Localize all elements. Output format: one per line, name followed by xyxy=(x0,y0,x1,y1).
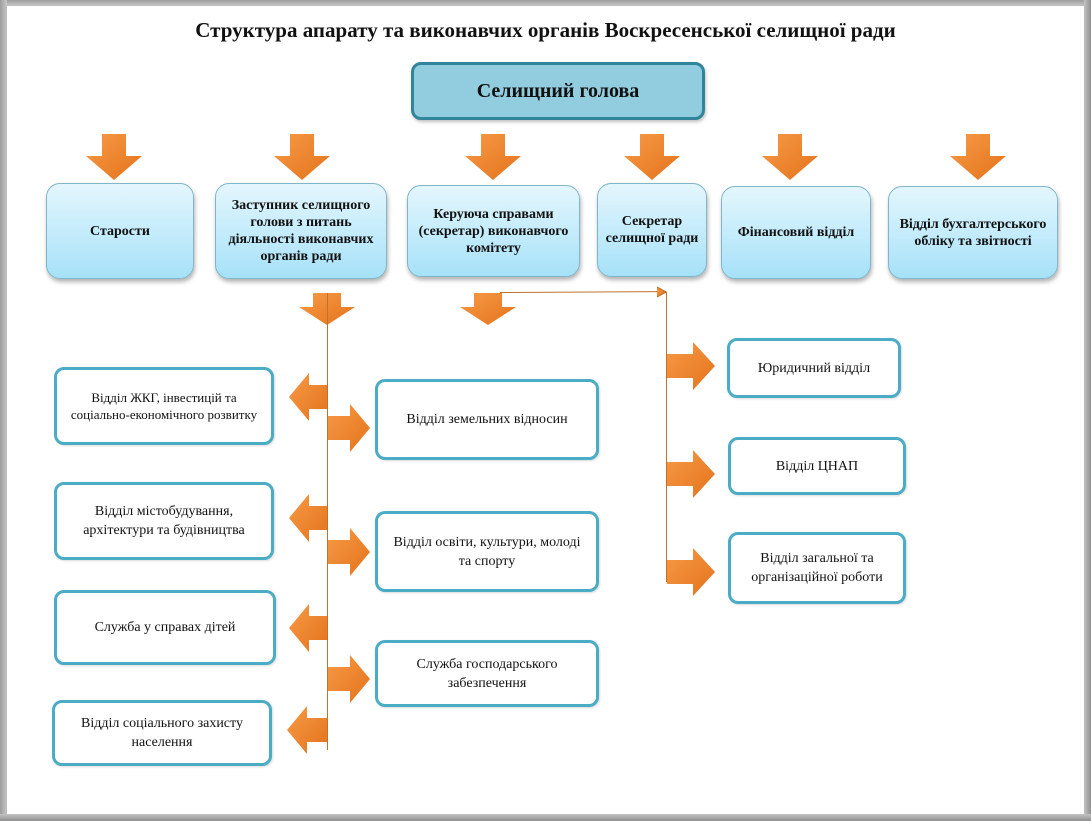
down-arrow-icon xyxy=(465,134,521,180)
left-arrow-icon xyxy=(287,706,327,754)
department-box-urban-planning[interactable]: Відділ містобудування, архітектури та бу… xyxy=(54,482,274,560)
right-arrow-icon xyxy=(328,404,370,452)
down-arrow-icon xyxy=(624,134,680,180)
left-arrow-icon xyxy=(289,373,327,421)
department-box-asc[interactable]: Відділ ЦНАП xyxy=(728,437,906,495)
right-arrow-icon xyxy=(328,655,370,703)
department-box-children-service[interactable]: Служба у справах дітей xyxy=(54,590,276,665)
department-box-general-organizational[interactable]: Відділ загальної та організаційної робот… xyxy=(728,532,906,604)
down-arrow-icon xyxy=(460,293,516,325)
down-arrow-icon xyxy=(950,134,1006,180)
level1-box-starosty[interactable]: Старости xyxy=(46,183,194,279)
window-frame-top xyxy=(0,0,1091,6)
left-arrow-icon xyxy=(289,604,327,652)
level1-box-council-secretary[interactable]: Секретар селищної ради xyxy=(597,183,707,277)
department-box-legal[interactable]: Юридичний відділ xyxy=(727,338,901,398)
down-arrow-icon xyxy=(762,134,818,180)
connector-line-deputy xyxy=(327,293,328,750)
department-box-education-culture[interactable]: Відділ освіти, культури, молоді та спорт… xyxy=(375,511,599,592)
right-arrow-icon xyxy=(328,528,370,576)
level1-box-accounting-department[interactable]: Відділ бухгалтерського обліку та звітнос… xyxy=(888,186,1058,279)
diagram-title: Структура апарату та виконавчих органів … xyxy=(195,18,896,42)
level1-box-executive-secretary[interactable]: Керуюча справами (секретар) виконавчого … xyxy=(407,185,580,277)
down-arrow-icon xyxy=(274,134,330,180)
department-box-land-relations[interactable]: Відділ земельних відносин xyxy=(375,379,599,460)
connector-line-secretary-vertical xyxy=(666,292,667,582)
right-arrow-icon xyxy=(667,450,715,498)
level1-box-finance-department[interactable]: Фінансовий відділ xyxy=(721,186,871,279)
window-frame-bottom xyxy=(0,814,1091,821)
left-arrow-icon xyxy=(289,494,327,542)
right-arrow-icon xyxy=(667,342,715,390)
head-box-village-head[interactable]: Селищний голова xyxy=(411,62,705,120)
down-arrow-icon xyxy=(86,134,142,180)
department-box-housing-investment[interactable]: Відділ ЖКГ, інвестицій та соціально-екон… xyxy=(54,367,274,445)
window-frame-right xyxy=(1084,0,1091,821)
department-box-maintenance-service[interactable]: Служба господарського забезпечення xyxy=(375,640,599,707)
department-box-social-protection[interactable]: Відділ соціального захисту населення xyxy=(52,700,272,766)
right-arrow-icon xyxy=(667,548,715,596)
level1-box-deputy-head[interactable]: Заступник селищного голови з питань діял… xyxy=(215,183,387,279)
window-frame-left xyxy=(0,0,7,821)
